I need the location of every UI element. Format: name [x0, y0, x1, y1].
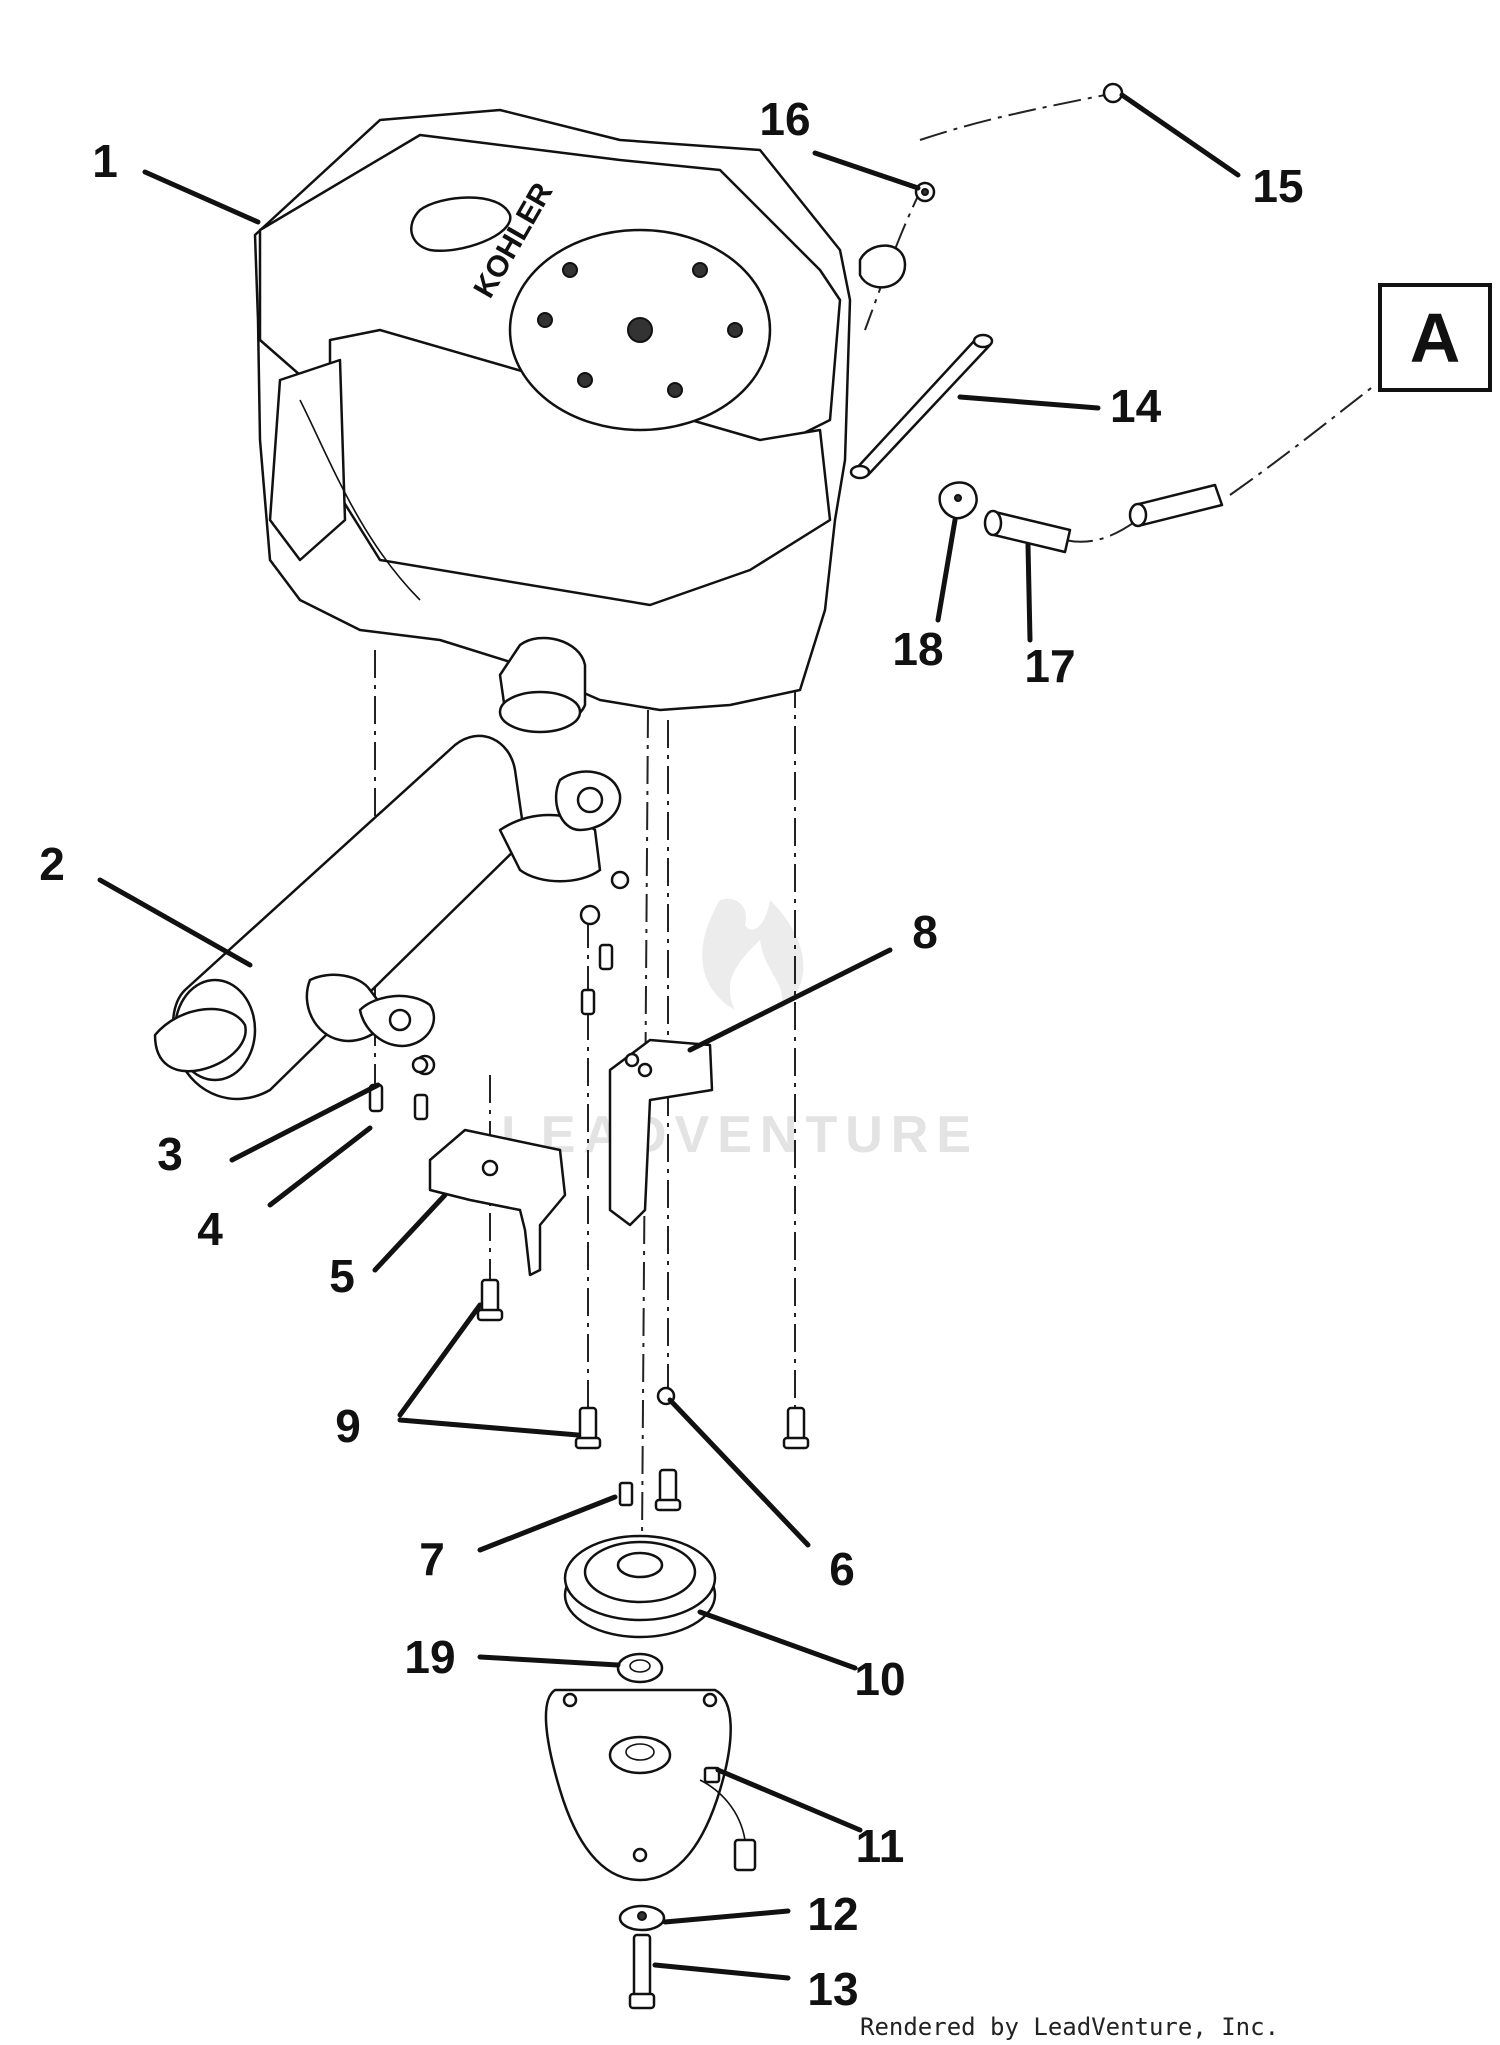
callout-17: 17 [1024, 640, 1075, 692]
reference-box-label: A [1410, 299, 1461, 377]
callout-19: 19 [404, 1631, 455, 1683]
callout-4: 4 [197, 1203, 223, 1255]
muffler [153, 734, 622, 1101]
dipstick-tube-14 [853, 338, 992, 477]
callout-13: 13 [807, 1963, 858, 2015]
credit-text: Rendered by LeadVenture, Inc. [860, 2013, 1279, 2041]
pulley-10 [563, 1534, 717, 1639]
spacer-19 [616, 1652, 664, 1684]
callout-10: 10 [854, 1653, 905, 1705]
callout-8: 8 [912, 906, 938, 958]
callout-14: 14 [1110, 380, 1162, 432]
callout-18: 18 [892, 623, 943, 675]
leader-lines [97, 92, 1241, 1981]
callout-2: 2 [39, 838, 65, 890]
bracket-8 [608, 1038, 714, 1227]
reference-box-a [1378, 283, 1492, 392]
callout-5: 5 [329, 1250, 355, 1302]
callout-15: 15 [1252, 160, 1303, 212]
callout-9: 9 [335, 1400, 361, 1452]
key-7 [618, 1481, 634, 1507]
watermark-text: LEADVENTURE [501, 1106, 979, 1164]
callout-3: 3 [157, 1128, 183, 1180]
muffler-hardware [368, 870, 630, 1121]
callout-1: 1 [92, 135, 118, 187]
watermark: LEADVENTURE [501, 898, 979, 1164]
bolts-9 [476, 1278, 602, 1450]
engine: KOHLER [253, 108, 907, 734]
fitting-15 [1102, 82, 1124, 104]
callout-6: 6 [829, 1543, 855, 1595]
bracket-5 [428, 1128, 567, 1277]
clutch-11 [544, 1688, 757, 1882]
hose-17 [983, 483, 1224, 554]
callout-11: 11 [856, 1820, 905, 1872]
callout-12: 12 [807, 1888, 858, 1940]
callout-labels: 1 2 3 4 5 6 7 8 9 10 11 12 13 14 15 16 1… [39, 93, 1303, 2015]
callout-16: 16 [759, 93, 810, 145]
callout-7: 7 [419, 1533, 445, 1585]
